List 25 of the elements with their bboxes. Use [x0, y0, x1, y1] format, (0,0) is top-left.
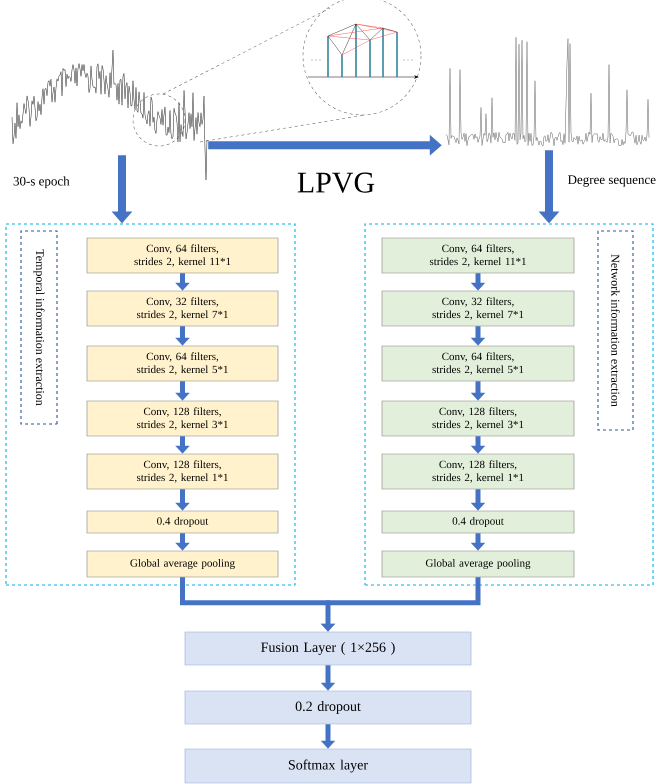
layer-box: 0.2 dropout	[184, 690, 472, 724]
layer-box: Fusion Layer ( 1×256 )	[184, 632, 472, 666]
dashed-group-frame	[5, 223, 296, 586]
degree-sequence-drawing	[446, 37, 650, 146]
layer-box: Softmax layer	[184, 748, 472, 784]
layer-box: Conv, 32 filters, strides 2, kernel 7*1	[86, 290, 278, 326]
layer-box: Conv, 128 filters, strides 2, kernel 1*1	[86, 454, 278, 490]
layer-box: Conv, 128 filters, strides 2, kernel 1*1	[382, 454, 574, 490]
layer-box: Conv, 128 filters, strides 2, kernel 3*1	[86, 400, 278, 436]
edge-label: LPVG	[298, 172, 374, 193]
layer-box: Conv, 64 filters, strides 2, kernel 11*1	[382, 238, 574, 274]
layer-box: 0.4 dropout	[382, 510, 574, 534]
layer-box: Conv, 128 filters, strides 2, kernel 3*1	[382, 400, 574, 436]
layer-box: Conv, 32 filters, strides 2, kernel 7*1	[382, 290, 574, 326]
layer-box: Global average pooling	[86, 550, 278, 578]
section-label: Network information extraction	[597, 230, 634, 431]
layer-box: 0.4 dropout	[86, 510, 278, 534]
layer-box: Conv, 64 filters, strides 2, kernel 5*1	[86, 346, 278, 382]
caption-text: Degree sequence	[568, 175, 656, 187]
layer-box: Conv, 64 filters, strides 2, kernel 5*1	[382, 346, 574, 382]
caption-text: 30-s epoch	[14, 176, 70, 188]
section-label: Temporal information extraction	[20, 230, 58, 425]
layer-box: Conv, 64 filters, strides 2, kernel 11*1	[86, 238, 278, 274]
layer-box: Global average pooling	[382, 550, 574, 578]
dashed-group-frame	[364, 223, 654, 586]
